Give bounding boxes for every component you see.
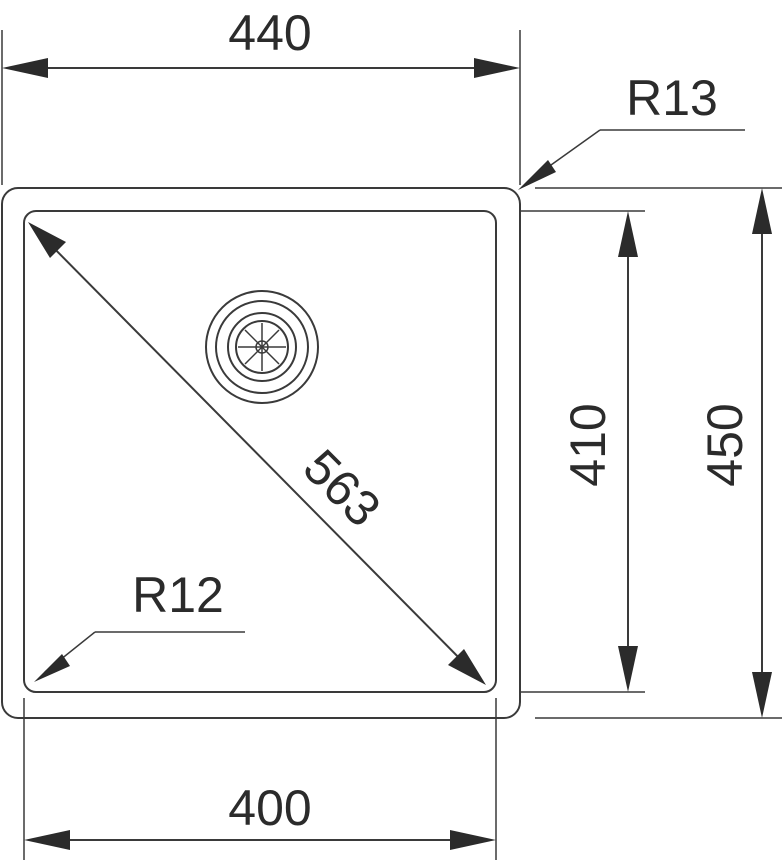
label-inner-radius: R12 xyxy=(132,567,224,623)
sink-inner-bowl xyxy=(23,210,497,693)
leader-inner-radius: R12 xyxy=(34,567,245,682)
label-inner-height: 410 xyxy=(560,403,616,486)
label-outer-height: 450 xyxy=(697,403,753,486)
dimension-outer-height: 450 xyxy=(535,187,782,719)
label-outer-width: 440 xyxy=(228,5,311,61)
label-outer-radius: R13 xyxy=(626,70,718,126)
label-inner-width: 400 xyxy=(228,780,311,836)
leader-outer-radius: R13 xyxy=(518,70,745,190)
drain-icon xyxy=(205,290,319,404)
dimension-inner-width: 400 xyxy=(23,698,497,860)
dimension-outer-width: 440 xyxy=(1,5,521,185)
sink-outer-rim xyxy=(1,187,521,719)
label-diagonal: 563 xyxy=(293,439,392,538)
dimension-inner-height: 410 xyxy=(520,210,645,693)
